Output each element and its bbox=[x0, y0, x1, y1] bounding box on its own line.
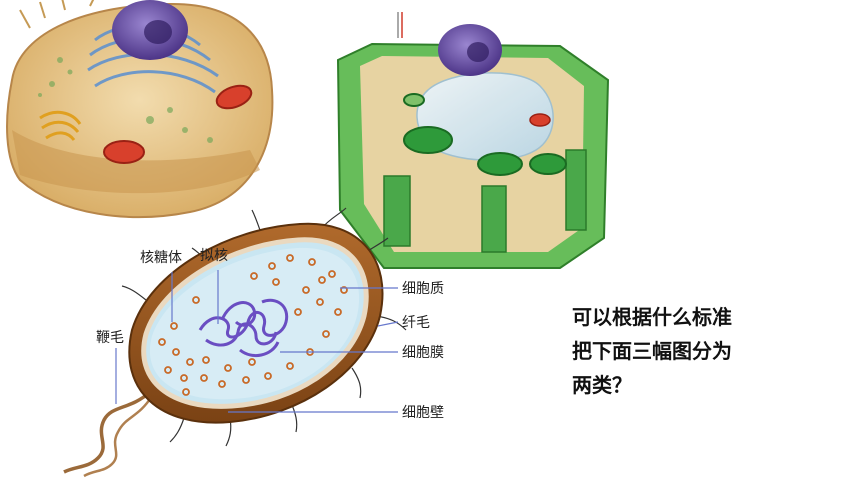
bacterium-cytoplasm bbox=[149, 247, 360, 400]
mitochondrion bbox=[103, 140, 145, 164]
label-lines bbox=[115, 270, 399, 413]
cytoplasm-granules bbox=[38, 57, 213, 143]
question-line-1: 可以根据什么标准 bbox=[572, 305, 732, 329]
bacterium-ribosomes bbox=[158, 254, 348, 396]
mitochondrion bbox=[529, 113, 551, 127]
pili-leader bbox=[377, 321, 399, 327]
bacterium-flagellum bbox=[63, 390, 152, 474]
plant-nucleolus bbox=[467, 42, 489, 62]
label-cell-membrane: 细胞膜 bbox=[402, 345, 444, 361]
label-pili: 纤毛 bbox=[402, 315, 430, 331]
question-line-3: 两类？ bbox=[572, 373, 632, 397]
question-line-2: 把下面三幅图分为 bbox=[572, 339, 732, 363]
label-cytoplasm: 细胞质 bbox=[402, 281, 444, 297]
question-text: 可以根据什么标准 把下面三幅图分为 两类？ bbox=[572, 300, 802, 402]
golgi-apparatus bbox=[39, 110, 82, 141]
plant-cell bbox=[336, 12, 610, 269]
label-flagellum: 鞭毛 bbox=[96, 330, 124, 346]
animal-cell bbox=[6, 0, 274, 219]
mitochondrion bbox=[215, 84, 253, 110]
label-cell-wall: 细胞壁 bbox=[402, 405, 444, 421]
label-nucleoid: 拟核 bbox=[200, 248, 228, 264]
chloroplasts bbox=[403, 93, 567, 176]
bacterium-nucleoid bbox=[198, 298, 289, 358]
animal-microvilli bbox=[19, 0, 95, 29]
bacterium bbox=[63, 207, 407, 478]
plant-wall-plates bbox=[383, 149, 587, 253]
label-ribosome: 核糖体 bbox=[140, 250, 182, 266]
animal-nucleolus bbox=[144, 20, 172, 44]
